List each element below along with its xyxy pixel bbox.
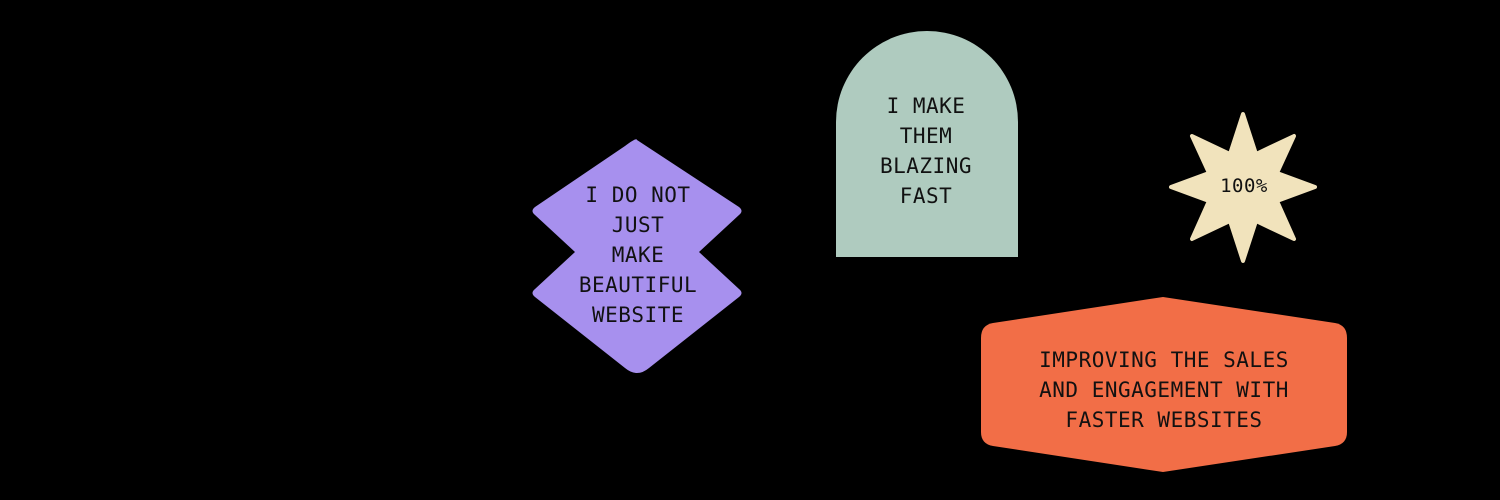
double-diamond-shape bbox=[532, 139, 742, 373]
hexagon-shape bbox=[981, 297, 1347, 472]
hexagon-text: IMPROVING THE SALES AND ENGAGEMENT WITH … bbox=[1039, 348, 1289, 432]
diamond-text: I DO NOT JUST MAKE BEAUTIFUL WEBSITE bbox=[578, 183, 698, 327]
arch-shape bbox=[836, 31, 1018, 257]
arch-text: I MAKE THEM BLAZING FAST bbox=[879, 94, 972, 208]
star-text: 100% bbox=[1220, 175, 1268, 197]
star-shape bbox=[1169, 112, 1317, 263]
